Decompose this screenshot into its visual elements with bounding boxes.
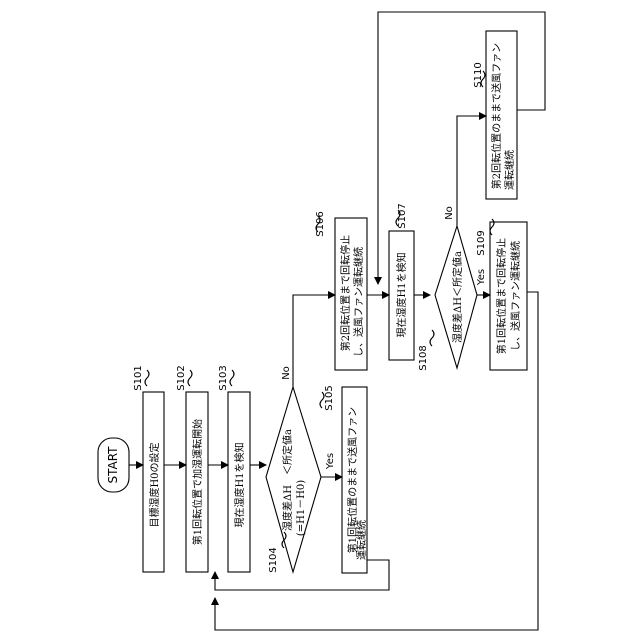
step-s104-text-line2: (=H1－H0) xyxy=(296,480,307,536)
step-s108-id: S108 xyxy=(418,345,429,370)
step-s104-text-line1: 湿度差ΔH ＜所定値a xyxy=(281,429,294,531)
s108-yes-label: Yes xyxy=(476,269,487,286)
step-s103-text: 現在湿度H1を検知 xyxy=(233,442,246,527)
connector-s105-loop xyxy=(215,560,389,590)
step-s110-text-line1: 第2回転位置のままで送風ファン xyxy=(490,43,503,189)
step-s106-text-line1: 第2回転位置まで回転停止 xyxy=(339,235,352,351)
step-s101-id: S101 xyxy=(133,365,144,390)
connector-s108-no-s110 xyxy=(457,116,486,226)
leader-s109 xyxy=(490,219,494,235)
leader-s103 xyxy=(230,370,234,386)
step-s108-text: 湿度差ΔH＜所定値a xyxy=(451,251,464,343)
step-s109-id: S109 xyxy=(476,230,487,255)
step-s106-text-line2: し、送風ファン運転継続 xyxy=(352,247,365,357)
step-s107-text: 現在湿度H1を検知 xyxy=(395,252,408,337)
step-s109-text-line2: し、送風ファン運転継続 xyxy=(509,241,522,351)
start-label: START xyxy=(106,446,120,484)
step-s105-id: S105 xyxy=(324,385,335,410)
step-s105-text-line2: 運転継続 xyxy=(355,520,368,560)
step-s107-id: S107 xyxy=(397,203,408,228)
step-s101-text: 目標湿度H0の設定 xyxy=(148,442,161,527)
step-s104-id: S104 xyxy=(268,547,279,572)
s104-no-label: No xyxy=(281,366,292,380)
s104-yes-label: Yes xyxy=(325,453,336,470)
leader-s108 xyxy=(430,330,434,346)
step-s110-id: S110 xyxy=(473,62,484,87)
leader-s101 xyxy=(145,370,149,386)
step-s109-text-line1: 第1回転位置まで回転停止 xyxy=(495,238,508,354)
step-s102-text: 第1回転位置で加湿運転開始 xyxy=(191,419,204,545)
s108-no-label: No xyxy=(444,206,455,220)
step-s106-id: S106 xyxy=(315,211,326,236)
step-s102-id: S102 xyxy=(176,365,187,390)
connector-s104-no-s106 xyxy=(293,295,335,387)
step-s110-text-line2: 運転継続 xyxy=(503,150,516,190)
leader-s102 xyxy=(188,370,192,386)
step-s103-id: S103 xyxy=(218,365,229,390)
